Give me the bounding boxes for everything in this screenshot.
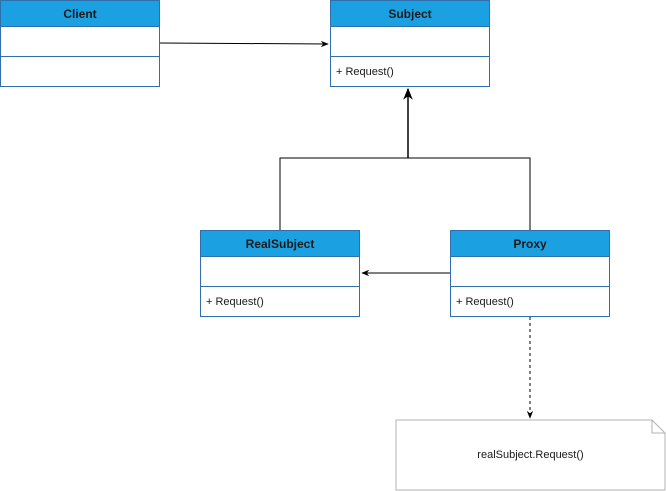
realsubject-class[interactable]: RealSubject + Request()	[200, 230, 360, 317]
code-note	[395, 419, 666, 491]
subject-attributes	[331, 27, 489, 57]
realsubject-class-name: RealSubject	[201, 231, 359, 257]
subject-class[interactable]: Subject + Request()	[330, 0, 490, 87]
proxy-class-name: Proxy	[451, 231, 609, 257]
proxy-attributes	[451, 257, 609, 287]
realsubject-attributes	[201, 257, 359, 287]
proxy-to-subject-connector	[408, 157, 531, 230]
realsubject-operation: + Request()	[206, 295, 264, 308]
proxy-operation: + Request()	[456, 295, 514, 308]
subject-class-name: Subject	[331, 1, 489, 27]
subject-operation: + Request()	[336, 65, 394, 78]
client-attributes	[1, 27, 159, 57]
client-operations	[1, 57, 159, 86]
client-class-name: Client	[1, 1, 159, 27]
client-to-subject-connector	[159, 40, 329, 48]
note-text: realSubject.Request()	[477, 449, 584, 461]
proxy-class[interactable]: Proxy + Request()	[450, 230, 610, 317]
client-class[interactable]: Client	[0, 0, 160, 87]
realsubject-to-subject-connector	[279, 157, 408, 230]
